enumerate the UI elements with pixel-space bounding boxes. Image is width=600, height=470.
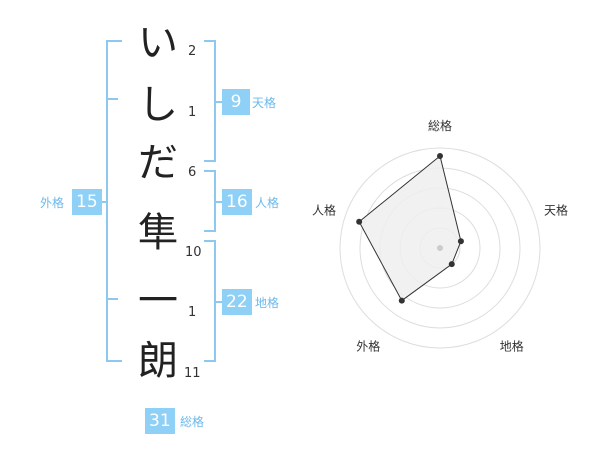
stroke-count-2: 1 [188, 105, 197, 120]
name-char-3: だ [138, 140, 178, 186]
gaikaku-label: 外格 [40, 196, 65, 210]
radar-point [457, 238, 464, 245]
gaikaku-value-badge: 15 [72, 189, 102, 215]
connector-line [214, 201, 222, 203]
radar-ring [339, 147, 541, 349]
bracket-tick [106, 98, 118, 100]
connector-line [98, 201, 106, 203]
radar-point [448, 261, 455, 268]
stroke-count-6: 11 [184, 366, 201, 381]
stroke-count-3: 6 [188, 165, 197, 180]
radar-point [437, 153, 443, 159]
name-char-5: 一 [138, 278, 178, 324]
soukaku-label: 総格 [180, 415, 205, 429]
radar-point [398, 297, 405, 304]
jinkaku-label: 人格 [255, 196, 280, 210]
radar-axis-label: 天格 [544, 202, 568, 217]
chikaku-label: 地格 [255, 296, 280, 310]
name-char-1: い [138, 20, 178, 66]
jinkaku-value-badge: 16 [222, 189, 252, 215]
radar-axis-label: 人格 [312, 202, 336, 217]
stroke-count-1: 2 [188, 44, 197, 59]
tenkaku-label: 天格 [252, 96, 277, 110]
radar-axis-label: 総格 [428, 118, 452, 133]
gaikaku-bracket [106, 40, 122, 362]
radar-axis-label: 地格 [500, 339, 524, 354]
name-char-4: 隼 [138, 210, 178, 256]
radar-center-dot [437, 245, 443, 251]
tenkaku-value-badge: 9 [222, 89, 250, 115]
radar-axis-label: 外格 [356, 339, 380, 354]
soukaku-value-badge: 31 [145, 408, 175, 434]
connector-line [214, 101, 222, 103]
bracket-tick [106, 298, 118, 300]
connector-line [214, 301, 222, 303]
stroke-count-5: 1 [188, 305, 197, 320]
stroke-count-4: 10 [185, 245, 202, 260]
radar-polygon [358, 155, 462, 302]
chikaku-value-badge: 22 [222, 289, 252, 315]
radar-point [356, 218, 363, 225]
name-char-2: し [138, 82, 178, 128]
name-char-6: 朗 [138, 338, 178, 384]
